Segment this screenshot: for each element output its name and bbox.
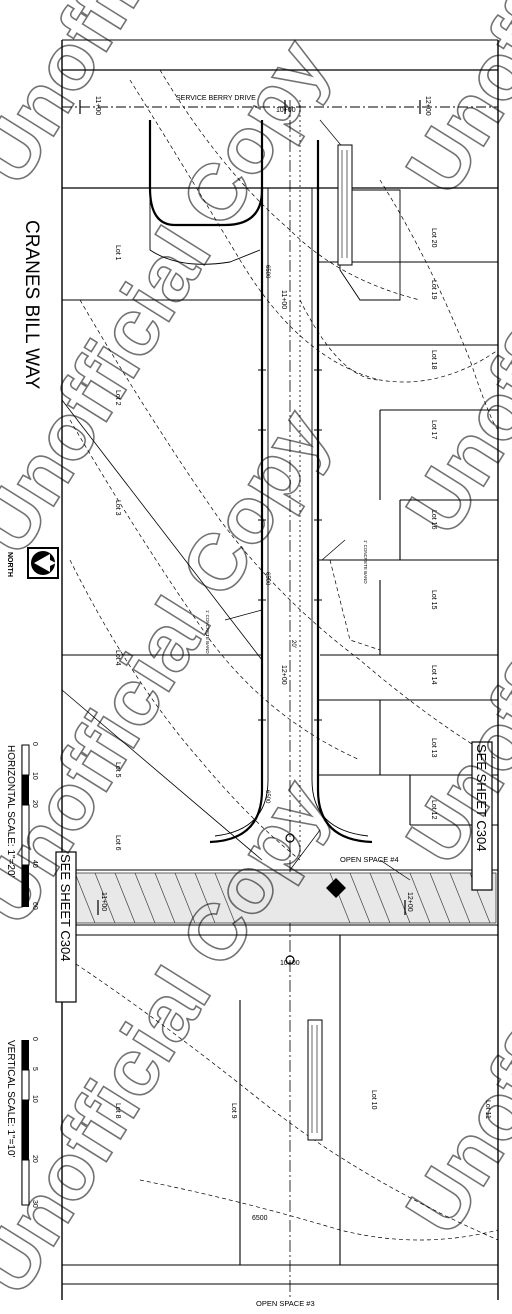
lot-label: Lot 5: [114, 762, 121, 778]
match-line-left: SEE SHEET C304: [58, 854, 73, 961]
lot-label: Lot 4: [114, 650, 121, 666]
callout-box-text: [311, 150, 348, 1133]
lot-label: Lot 11: [484, 1100, 491, 1119]
hatched-strip: [63, 872, 497, 924]
vertical-scale-label: VERTICAL SCALE: 1"=10': [5, 1040, 16, 1158]
station-label: 10+00: [276, 107, 296, 114]
road-inner-curbs: [214, 188, 369, 837]
contour-label: 6500: [264, 790, 270, 804]
lot-label: Lot 12: [430, 800, 437, 820]
contour-lines: [69, 69, 499, 1241]
lot-label: Lot 15: [430, 590, 437, 610]
lot-label: Lot 2: [114, 390, 121, 406]
station-label: 11+00: [280, 290, 287, 309]
lot-label: Lot 14: [430, 665, 437, 685]
property-lines: [61, 39, 499, 1300]
concrete-band-note: 1' CONCRETE BAND: [205, 610, 210, 654]
station-label: 12+00: [406, 892, 413, 912]
contour-label: 6500: [264, 265, 270, 279]
plan-annotations: 1' CONCRETE BAND 1' CONCRETE BAND 20' 65…: [205, 265, 368, 1222]
callout-boxes: [307, 144, 353, 1141]
match-line-right: SEE SHEET C304: [474, 744, 489, 851]
station-markers: [79, 100, 421, 915]
vertical-scale-ticks: 0 5 10 20 30: [31, 1037, 38, 1208]
lot-label: Lot 6: [114, 835, 121, 851]
horizontal-scale-bar: [21, 744, 30, 907]
sheet-title: CRANES BILL WAY: [21, 220, 42, 390]
lot-label: Lot 13: [430, 738, 437, 758]
lot-label: Lot 3: [114, 500, 121, 516]
structure-symbols: [285, 833, 346, 965]
open-space-3: OPEN SPACE #3: [256, 1299, 315, 1308]
match-line-boxes: [55, 741, 493, 1003]
scale-tick-label: 30: [31, 1200, 38, 1208]
station-label: 11+00: [100, 892, 107, 911]
contour-label: 6500: [252, 1215, 268, 1222]
lot-labels: Lot 1 Lot 2 Lot 3 Lot 4 Lot 5 Lot 6 Lot …: [114, 228, 491, 1119]
lot-label: Lot 19: [430, 280, 437, 300]
open-space-4: OPEN SPACE #4: [340, 855, 399, 864]
scale-tick-label: 10: [31, 772, 38, 780]
scale-tick-label: 40: [31, 860, 38, 868]
lot-label: Lot 16: [430, 510, 437, 530]
station-label: 12+00: [280, 665, 287, 685]
lot-label: Lot 18: [430, 350, 437, 370]
scale-tick-label: 0: [31, 742, 38, 746]
street-label-service-berry: SERVICE BERRY DRIVE: [176, 95, 256, 102]
concrete-band-note: 1' CONCRETE BAND: [363, 540, 368, 584]
lot-lines: [61, 261, 498, 1265]
lot-label: Lot 20: [430, 228, 437, 248]
north-arrow-icon: [27, 547, 59, 579]
horizontal-scale-ticks: 0 10 20 40 60: [31, 742, 38, 910]
lot-label: Lot 8: [114, 1103, 121, 1119]
lot-label: Lot 1: [114, 245, 121, 261]
scale-tick-label: 60: [31, 902, 38, 910]
lot-label: Lot 9: [230, 1103, 237, 1119]
lot-label: Lot 17: [430, 420, 437, 440]
horizontal-scale-label: HORIZONTAL SCALE: 1"=20': [5, 745, 16, 878]
hatch-pattern: [74, 872, 491, 924]
station-label: 12+00: [424, 96, 431, 116]
lot-label: Lot 10: [370, 1090, 377, 1110]
vertical-scale-bar: [21, 1040, 30, 1206]
road-width-label: 20': [290, 640, 296, 648]
road-curbs: [148, 120, 373, 844]
scale-tick-label: 0: [31, 1037, 38, 1041]
scale-tick-label: 20: [31, 800, 38, 808]
station-label: 10+00: [280, 960, 300, 967]
watermark-text: Unofficial Copy: [389, 0, 512, 209]
road-ticks: [258, 369, 322, 721]
contour-label: 6500: [264, 572, 270, 586]
scale-tick-label: 5: [31, 1067, 38, 1071]
road-centerline: [289, 100, 301, 1300]
scale-tick-label: 10: [31, 1095, 38, 1103]
scale-tick-label: 20: [31, 1155, 38, 1163]
north-label: NORTH: [6, 552, 13, 577]
station-label: 11+00: [94, 96, 101, 115]
